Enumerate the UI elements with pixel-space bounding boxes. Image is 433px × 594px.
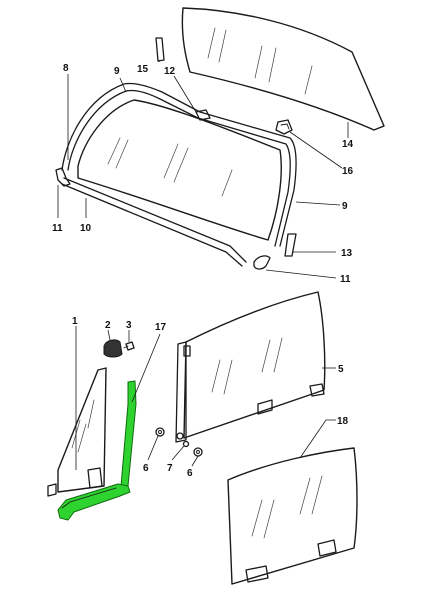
callout-12: 12 (164, 66, 176, 77)
windscreen-glass[interactable] (77, 99, 282, 241)
callout-9-right: 9 (342, 201, 348, 212)
callout-labels: 8 9 15 12 14 16 9 11 10 13 11 1 2 3 17 5… (52, 63, 354, 479)
nut-6-right[interactable] (193, 447, 203, 457)
callout-5: 5 (338, 364, 344, 375)
callout-16: 16 (342, 166, 354, 177)
callout-10: 10 (80, 223, 92, 234)
joiner-12[interactable] (195, 109, 211, 121)
callout-18: 18 (337, 416, 349, 427)
windscreen-moulding-9[interactable] (61, 82, 297, 247)
callout-13: 13 (341, 248, 353, 259)
seal-piece-2[interactable] (103, 339, 123, 358)
clip-16[interactable] (275, 119, 293, 135)
nut-6-left[interactable] (155, 427, 165, 437)
window-channel-17[interactable] (57, 380, 137, 521)
callout-2: 2 (105, 320, 111, 331)
lower-moulding-10[interactable] (61, 177, 247, 267)
callout-17: 17 (155, 322, 167, 333)
quarter-window-1[interactable] (47, 367, 107, 497)
washer-7[interactable] (176, 432, 190, 448)
leader-lines (57, 60, 349, 470)
trim-strip-15[interactable] (155, 37, 165, 62)
callout-6-left: 6 (143, 463, 149, 474)
door-glass-18[interactable] (227, 447, 358, 585)
callout-11-right: 11 (340, 274, 351, 285)
callout-9-top: 9 (114, 66, 120, 77)
rear-window-glass[interactable] (181, 7, 385, 131)
trim-strip-13[interactable] (284, 233, 297, 257)
callout-1: 1 (72, 316, 78, 327)
callout-11-left: 11 (52, 223, 63, 234)
callout-3: 3 (126, 320, 132, 331)
door-glass-5[interactable] (175, 291, 326, 443)
corner-piece-11-right[interactable] (253, 255, 271, 270)
corner-piece-11-left[interactable] (55, 167, 71, 187)
callout-14: 14 (342, 139, 354, 150)
callout-8: 8 (63, 63, 69, 74)
callout-15: 15 (137, 64, 149, 75)
screw-3[interactable] (123, 341, 135, 351)
callout-7: 7 (167, 463, 173, 474)
callout-6-right: 6 (187, 468, 193, 479)
